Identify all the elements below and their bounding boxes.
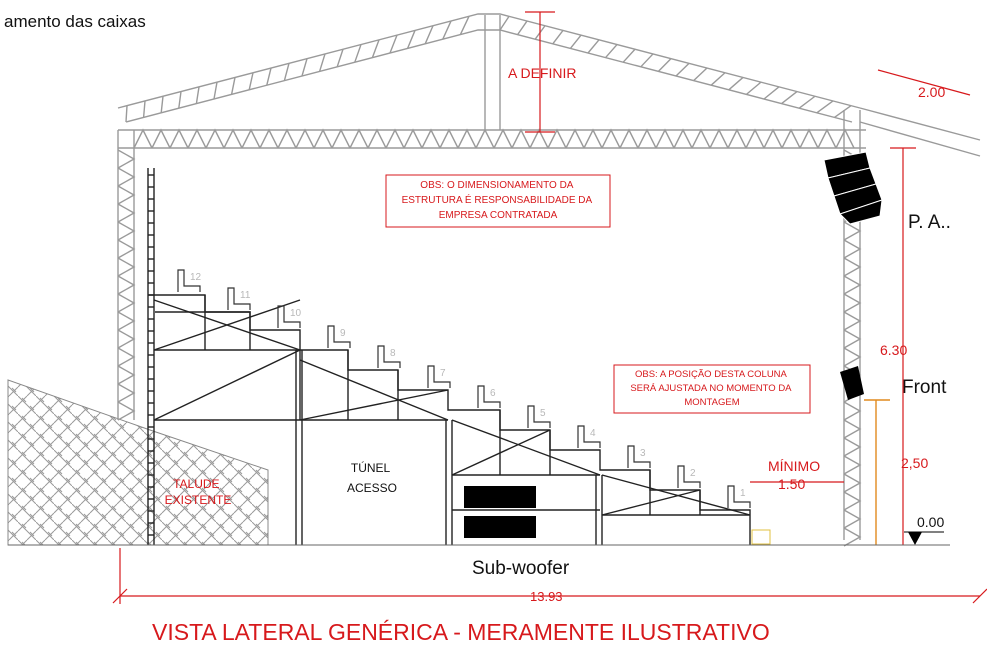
minimum-value: 1.50 [778, 476, 805, 492]
seat [577, 425, 601, 448]
grandstand-structure [147, 168, 751, 545]
front-speaker [840, 366, 864, 400]
roof-height-label: A DEFINIR [508, 65, 576, 81]
structure-note-box [385, 174, 611, 228]
row-number: 4 [590, 428, 596, 439]
seat [377, 345, 401, 368]
row-number: 11 [240, 290, 251, 301]
seat [177, 269, 201, 292]
structure-note: OBS: O DIMENSIONAMENTO DA ESTRUTURA É RE… [402, 180, 595, 221]
overhang-dimension [877, 69, 971, 96]
front-height-dimension [864, 399, 890, 545]
drawing-title: VISTA LATERAL GENÉRICA - MERAMENTE ILUST… [152, 619, 770, 645]
seat [427, 365, 451, 388]
subwoofer-box-top [464, 486, 536, 508]
total-height-dimension [890, 147, 916, 545]
seat [227, 287, 251, 310]
row-number: 3 [640, 448, 646, 459]
roof-height-dimension [525, 11, 555, 133]
column-note-box [613, 364, 811, 414]
seat [327, 325, 351, 348]
row-number: 2 [690, 468, 696, 479]
subwoofer-box-bottom [464, 516, 536, 538]
row-number: 1 [740, 488, 746, 499]
tunnel-label-line-2: ACESSO [347, 481, 397, 495]
total-width-dimension [112, 548, 987, 604]
seat [527, 405, 551, 428]
subwoofer-label: Sub-woofer [472, 558, 570, 579]
seat-rows [177, 269, 751, 508]
row-number: 10 [290, 308, 302, 319]
floor-level-label: 0.00 [917, 514, 944, 530]
seat [277, 305, 301, 328]
pa-speaker-array [823, 151, 883, 225]
seat [727, 485, 751, 508]
front-height-label: 2,50 [901, 455, 928, 471]
seat [627, 445, 651, 468]
slope-label-line-1: TALUDE [173, 477, 219, 491]
tunnel-label-line-1: TÚNEL [351, 460, 391, 475]
front-label: Front [902, 377, 947, 398]
floor-marker [751, 529, 771, 545]
floor-level-marker [904, 531, 944, 545]
row-number: 12 [190, 272, 202, 283]
column-note-line-2: SERÁ AJUSTADA NO MOMENTO DA [630, 383, 792, 394]
column-note-line-3: MONTAGEM [684, 397, 739, 408]
row-number: 7 [440, 368, 446, 379]
structure-note-line-1: OBS: O DIMENSIONAMENTO DA [420, 180, 573, 191]
tunnel-label: TÚNEL ACESSO [347, 460, 397, 495]
seat [477, 385, 501, 408]
row-number: 8 [390, 348, 396, 359]
seat [677, 465, 701, 488]
pa-label: P. A.. [908, 212, 951, 233]
slope-label: TALUDE EXISTENTE [165, 477, 232, 507]
slope-label-line-2: EXISTENTE [165, 493, 232, 507]
roof-truss [117, 13, 981, 547]
existing-slope [7, 379, 269, 546]
row-number: 5 [540, 408, 546, 419]
structure-note-line-3: EMPRESA CONTRATADA [439, 210, 558, 221]
row-number: 9 [340, 328, 346, 339]
row-number: 6 [490, 388, 496, 399]
overhang-label: 2.00 [918, 84, 945, 100]
structure-note-line-2: ESTRUTURA É RESPONSABILIDADE DA [402, 193, 593, 206]
total-height-label: 6.30 [880, 342, 907, 358]
header-caption: amento das caixas [4, 12, 146, 31]
minimum-label: MÍNIMO [768, 458, 820, 474]
column-note: OBS: A POSIÇÃO DESTA COLUNA SERÁ AJUSTAD… [630, 369, 793, 408]
total-width-label: 13.93 [530, 589, 563, 604]
column-note-line-1: OBS: A POSIÇÃO DESTA COLUNA [635, 369, 788, 380]
